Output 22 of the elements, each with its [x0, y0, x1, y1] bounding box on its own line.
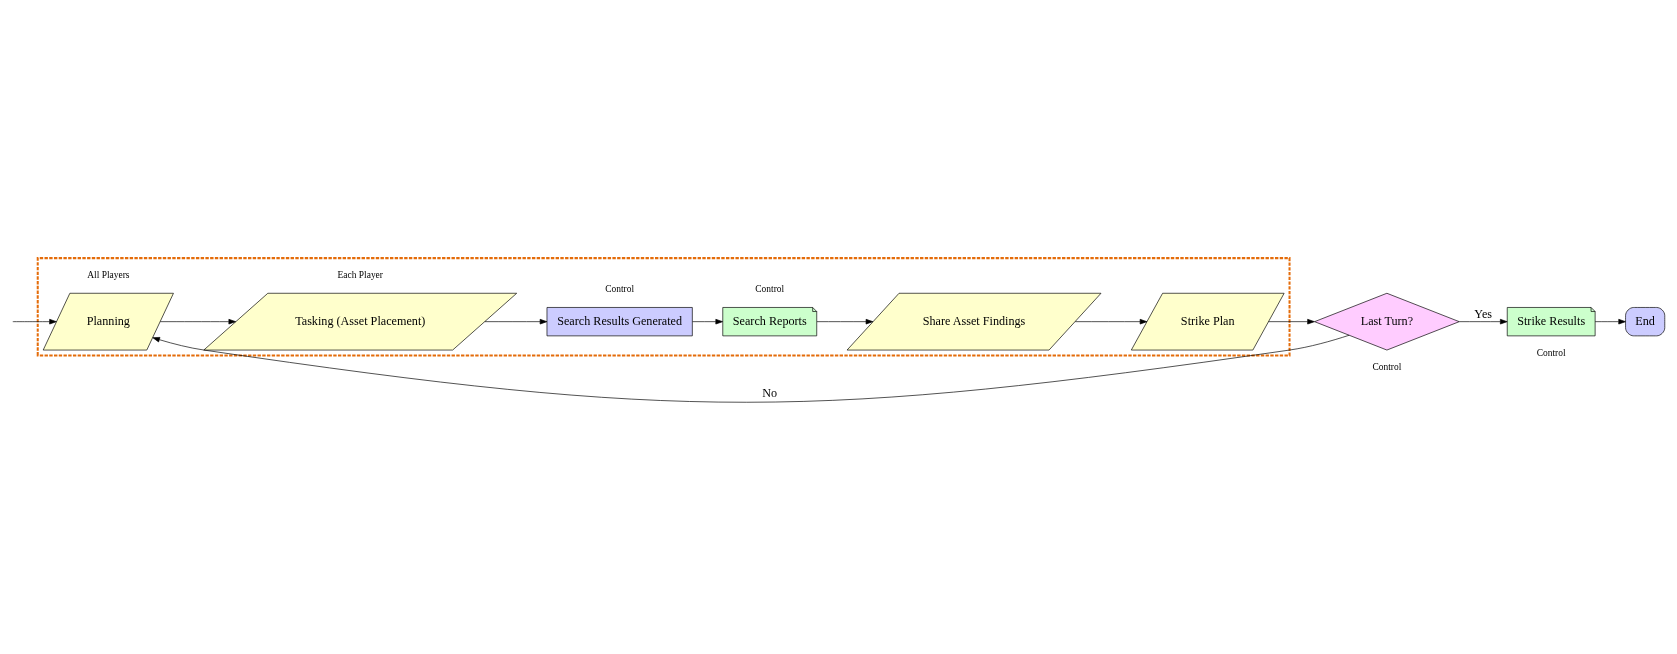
- node-box: End: [1625, 306, 1666, 336]
- node-label: All Players: [87, 269, 130, 280]
- arrow: [484, 318, 548, 324]
- arrow: [160, 318, 236, 324]
- arrow: [1594, 318, 1626, 324]
- arrow: [1458, 318, 1508, 324]
- arrow: [1268, 318, 1315, 324]
- cluster: [36, 256, 1291, 356]
- arrow: [692, 318, 723, 324]
- edge-label: No: [762, 385, 778, 400]
- arrow: [816, 318, 874, 324]
- node-label: Control: [755, 283, 785, 294]
- node-diamond: Last Turn?: [1314, 292, 1460, 350]
- node-label: Each Player: [337, 269, 383, 280]
- node-label: Control: [1372, 361, 1402, 372]
- node-box: Search Results Generated: [546, 306, 693, 336]
- node-label: Control: [1536, 347, 1566, 358]
- node-label: Control: [605, 283, 635, 294]
- arrow: [1074, 318, 1148, 324]
- edge-label: Yes: [1474, 306, 1493, 321]
- arrow: [12, 318, 57, 324]
- arrow: [152, 334, 1350, 403]
